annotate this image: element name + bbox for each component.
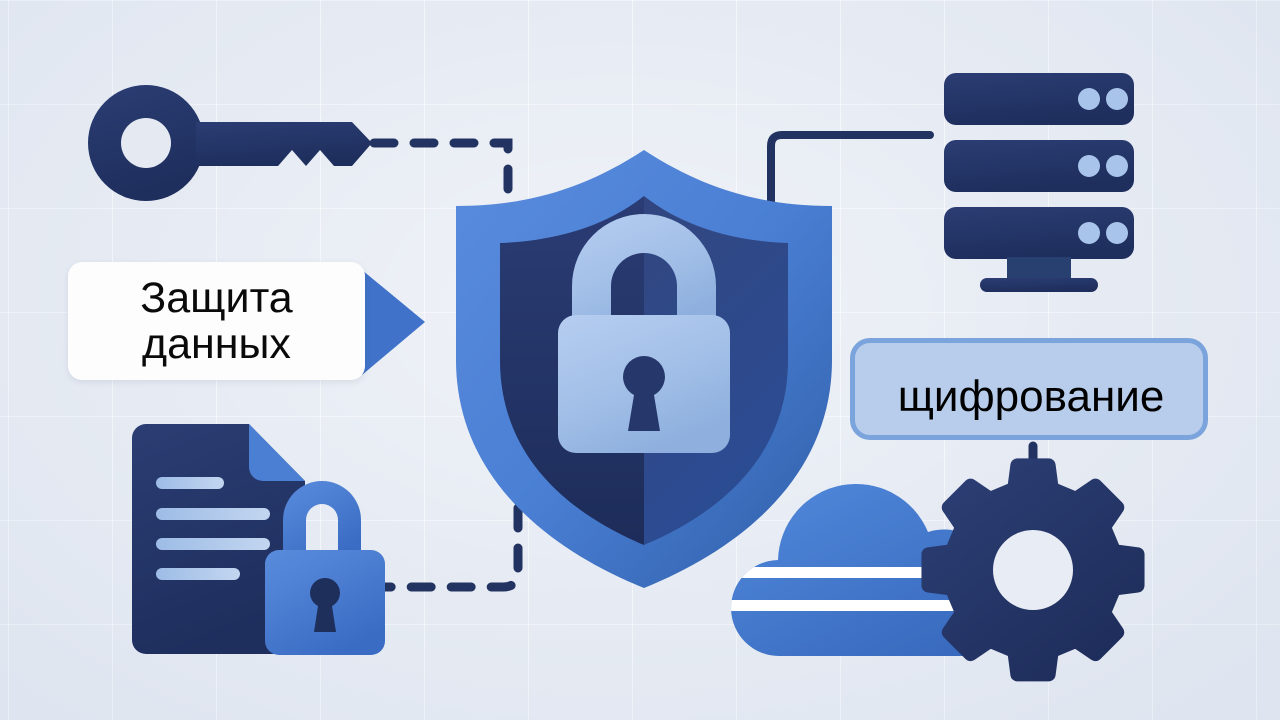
left-label-arrow-icon — [362, 270, 425, 375]
label-data-protection[interactable]: Защита данных — [68, 262, 365, 380]
label-encryption-text: щифрование — [897, 372, 1165, 421]
label-data-protection-text: Защита данных — [140, 273, 293, 368]
label-encryption[interactable]: щифрование — [850, 338, 1208, 440]
